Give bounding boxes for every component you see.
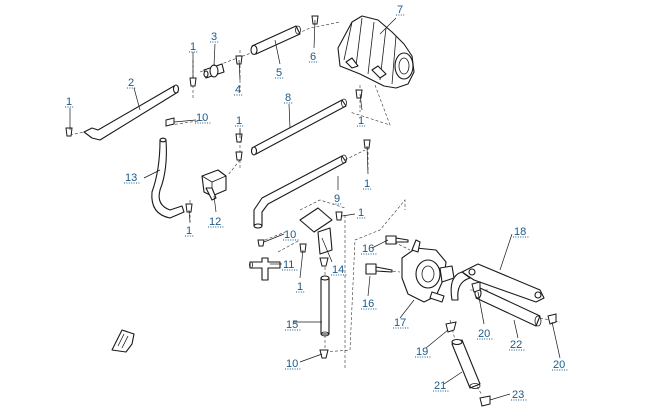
callout-16[interactable]: 16: [361, 243, 377, 255]
hose-part-8: [250, 98, 347, 156]
hose-part-13: [151, 137, 185, 219]
bracket-part-14: [299, 207, 333, 255]
callout-9[interactable]: 9: [333, 193, 342, 205]
callout-18-text: 18: [514, 226, 526, 238]
callout-8[interactable]: 8: [284, 92, 293, 104]
callout-10-text: 10: [284, 229, 296, 241]
callout-19-text: 19: [416, 346, 428, 358]
callout-21[interactable]: 21: [433, 380, 449, 392]
callout-13-text: 13: [125, 172, 137, 184]
callout-10[interactable]: 10: [283, 229, 299, 241]
clamps: [65, 15, 557, 407]
callout-20[interactable]: 20: [477, 328, 493, 340]
callout-1[interactable]: 1: [65, 96, 74, 108]
callout-10[interactable]: 10: [285, 358, 301, 370]
callout-22[interactable]: 22: [509, 339, 525, 351]
callout-4-text: 4: [235, 84, 241, 96]
callout-11[interactable]: 11: [282, 259, 298, 271]
callout-20-text: 20: [478, 328, 490, 340]
callout-15-text: 15: [286, 319, 298, 331]
callout-22-text: 22: [510, 339, 522, 351]
callout-17-text: 17: [394, 317, 406, 329]
callout-13[interactable]: 13: [124, 172, 140, 184]
callout-6-text: 6: [310, 51, 316, 63]
callout-1[interactable]: 1: [296, 281, 305, 293]
callout-2[interactable]: 2: [127, 77, 136, 89]
callout-10-text: 10: [286, 358, 298, 370]
t-fitting-part-11: [249, 257, 281, 281]
callout-1-text: 1: [190, 41, 196, 53]
hose-part-2: [83, 84, 180, 141]
callout-7-text: 7: [397, 4, 403, 16]
air-box-part-7: [337, 15, 415, 89]
callout-7[interactable]: 7: [396, 4, 405, 16]
hose-part-9: [253, 154, 347, 229]
leader-lines: [69, 17, 561, 401]
bolt-part-16a: [385, 235, 409, 245]
callout-12-text: 12: [209, 216, 221, 228]
callout-23-text: 23: [512, 389, 524, 401]
callout-17[interactable]: 17: [393, 317, 409, 329]
callout-18[interactable]: 18: [513, 226, 529, 238]
callout-3[interactable]: 3: [210, 31, 219, 43]
callout-1[interactable]: 1: [357, 115, 366, 127]
hose-part-5: [250, 25, 301, 56]
callout-15[interactable]: 15: [285, 319, 301, 331]
bracket-plate-part-18: [450, 263, 545, 303]
callout-5[interactable]: 5: [275, 67, 284, 79]
callout-21-text: 21: [434, 380, 446, 392]
valve-part-12: [201, 169, 227, 201]
callout-10[interactable]: 10: [195, 112, 211, 124]
callout-1-text: 1: [236, 115, 242, 127]
callout-14[interactable]: 14: [331, 264, 347, 276]
bolt-part-16b: [365, 263, 393, 275]
callout-10-text: 10: [196, 112, 208, 124]
callout-9-text: 9: [334, 193, 340, 205]
callout-1-text: 1: [364, 178, 370, 190]
callout-19[interactable]: 19: [415, 346, 431, 358]
callout-1[interactable]: 1: [363, 178, 372, 190]
callout-6[interactable]: 6: [309, 51, 318, 63]
fitting-part-3: [203, 63, 225, 79]
callout-3-text: 3: [211, 31, 217, 43]
callout-labels: 7 1 3 6 5 4 2 1 10 8 1 1 13 1 9 12 1 1 1…: [65, 4, 568, 401]
callout-2-text: 2: [128, 77, 134, 89]
tube-part-15: [320, 275, 330, 337]
callout-16[interactable]: 16: [361, 298, 377, 310]
callout-1[interactable]: 1: [185, 225, 194, 237]
callout-1-text: 1: [358, 115, 364, 127]
callout-5-text: 5: [276, 67, 282, 79]
callout-12[interactable]: 12: [208, 216, 224, 228]
callout-16-text: 16: [362, 298, 374, 310]
callout-20[interactable]: 20: [552, 359, 568, 371]
callout-14-text: 14: [332, 264, 344, 276]
callout-1-text: 1: [358, 207, 364, 219]
callout-11-text: 11: [283, 259, 294, 271]
callout-8-text: 8: [285, 92, 291, 104]
callout-1[interactable]: 1: [235, 115, 244, 127]
callout-23[interactable]: 23: [511, 389, 527, 401]
callout-1[interactable]: 1: [357, 207, 366, 219]
callout-16-text: 16: [362, 243, 374, 255]
solenoid-valve-part-17: [401, 239, 455, 303]
tube-part-21: [451, 338, 481, 389]
callout-1-text: 1: [297, 281, 303, 293]
orientation-arrow-icon: [111, 329, 135, 353]
callout-1-text: 1: [66, 96, 72, 108]
callout-1[interactable]: 1: [189, 41, 198, 53]
callout-20-text: 20: [553, 359, 565, 371]
callout-1-text: 1: [186, 225, 192, 237]
callout-4[interactable]: 4: [234, 84, 243, 96]
